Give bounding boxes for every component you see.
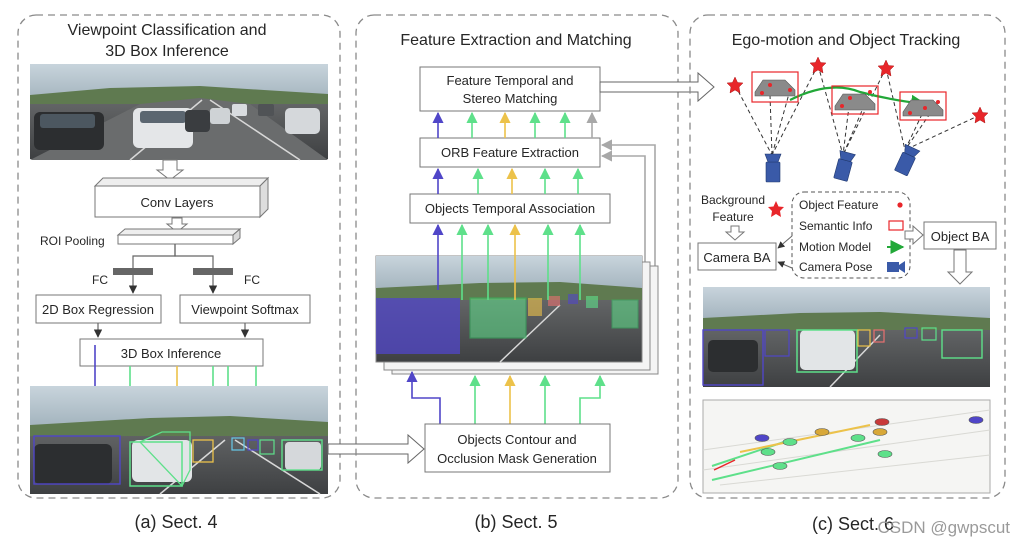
- section-a: Viewpoint Classification and 3D Box Infe…: [17, 14, 341, 532]
- box2d-node: [35, 294, 162, 324]
- section-c: Ego-motion and Object Tracking: [689, 14, 1006, 534]
- matching-label-line1: Feature Temporal and: [447, 73, 574, 88]
- roi-pooling-label: ROI Pooling: [40, 234, 105, 248]
- masked-frames-stack: [375, 255, 659, 375]
- camera-ba-node: [697, 242, 777, 271]
- roi-pooling-slab: [116, 227, 242, 246]
- viewpoint-node: [179, 294, 311, 324]
- section-b-caption: (b) Sect. 5: [474, 512, 557, 532]
- assoc-node: [409, 193, 611, 224]
- section-a-title-line2: 3D Box Inference: [105, 43, 229, 60]
- object-ba-node: [923, 221, 997, 250]
- semantic-info-box-icon: [888, 220, 904, 231]
- section-b: Feature Extraction and Matching Feature …: [355, 14, 679, 532]
- box3d-label: 3D Box Inference: [121, 346, 221, 361]
- camera-ba-label: Camera BA: [703, 250, 771, 265]
- orb-node: [419, 137, 601, 168]
- fc-left-label: FC: [92, 273, 108, 287]
- legend-semantic-info: Semantic Info: [799, 219, 873, 233]
- tracking-result-image: [702, 287, 990, 388]
- background-feature-line2: Feature: [712, 210, 754, 224]
- conv-layers-block: Conv Layers: [93, 176, 270, 219]
- tracking-scene: [726, 56, 989, 183]
- contour-label-line2: Occlusion Mask Generation: [437, 451, 597, 466]
- section-b-title: Feature Extraction and Matching: [400, 32, 631, 49]
- background-feature-star-icon: [768, 201, 784, 217]
- fc-right-bar: [193, 268, 233, 275]
- orb-label: ORB Feature Extraction: [441, 145, 579, 160]
- legend-box: Object Feature Semantic Info Motion Mode…: [777, 191, 911, 279]
- watermark: CSDN @gwpscut: [877, 518, 1010, 537]
- section-c-caption: (c) Sect. 6: [812, 514, 894, 534]
- section-a-title-line1: Viewpoint Classification and: [68, 22, 267, 39]
- object-ba-label: Object BA: [931, 229, 990, 244]
- box3d-node: [79, 338, 264, 367]
- kitti-input-image: [30, 64, 328, 161]
- legend-object-feature: Object Feature: [799, 198, 879, 212]
- fc-left-bar: [113, 268, 153, 275]
- conv-layers-label: Conv Layers: [141, 195, 214, 210]
- kitti-3d-boxes-image: [30, 386, 328, 495]
- matching-node: [419, 66, 601, 112]
- section-c-title: Ego-motion and Object Tracking: [732, 32, 961, 49]
- legend-motion-model: Motion Model: [799, 240, 871, 254]
- box2d-label: 2D Box Regression: [42, 302, 154, 317]
- viewpoint-label: Viewpoint Softmax: [191, 302, 299, 317]
- assoc-label: Objects Temporal Association: [425, 201, 595, 216]
- contour-node: [424, 423, 611, 473]
- background-feature-line1: Background: [701, 193, 765, 207]
- matching-label-line2: Stereo Matching: [463, 91, 558, 106]
- contour-label-line1: Objects Contour and: [457, 432, 576, 447]
- trajectory-map: [702, 399, 991, 494]
- object-feature-dot-icon: [897, 202, 903, 208]
- section-a-caption: (a) Sect. 4: [134, 512, 217, 532]
- fc-right-label: FC: [244, 273, 260, 287]
- camera-pose-icon: [887, 261, 905, 273]
- legend-camera-pose: Camera Pose: [799, 260, 873, 274]
